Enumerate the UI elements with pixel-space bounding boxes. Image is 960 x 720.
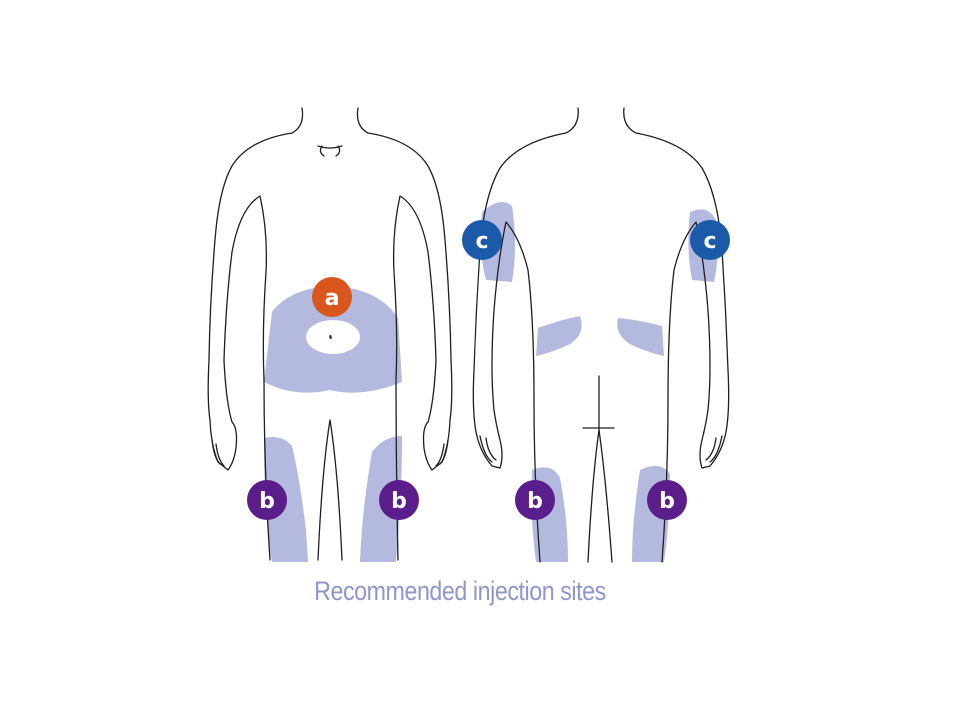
- diagram-caption: Recommended injection sites: [314, 576, 606, 606]
- back-right-arm-marker-label: c: [703, 229, 716, 254]
- back-left-thigh-marker: b: [515, 480, 555, 520]
- front-left-hand-fingers: [211, 439, 225, 467]
- back-body-figure: [472, 107, 730, 563]
- front-right-thigh-marker-label: b: [391, 489, 407, 514]
- back-spine-line: [582, 375, 615, 433]
- back-left-arm-marker: c: [462, 220, 502, 260]
- back-left-hip-zone: [536, 316, 582, 356]
- back-left-outline: [472, 107, 579, 563]
- front-left-outline: [207, 107, 304, 561]
- front-left-thigh-marker: b: [247, 480, 287, 520]
- navel-exclusion: [306, 320, 360, 354]
- site-markers: a b b b b c c: [247, 220, 730, 520]
- back-left-arm-marker-label: c: [475, 229, 488, 254]
- abdomen-marker-label: a: [325, 286, 340, 311]
- back-inner-legs: [587, 429, 613, 563]
- navel-mark: [329, 334, 332, 340]
- front-right-hand-fingers: [435, 439, 449, 467]
- front-collarbones: [317, 145, 343, 157]
- front-right-outline: [356, 107, 453, 561]
- front-inner-legs: [317, 419, 343, 561]
- back-right-hand-fingers: [705, 435, 723, 463]
- back-right-arm-marker: c: [690, 220, 730, 260]
- back-left-hand-fingers: [479, 435, 497, 463]
- front-left-thigh-marker-label: b: [259, 489, 275, 514]
- front-right-thigh-marker: b: [379, 480, 419, 520]
- back-right-thigh-marker: b: [647, 480, 687, 520]
- back-right-thigh-marker-label: b: [659, 489, 675, 514]
- back-right-outline: [623, 107, 730, 563]
- back-left-thigh-marker-label: b: [527, 489, 543, 514]
- abdomen-marker: a: [312, 277, 352, 317]
- back-right-hip-zone: [617, 318, 664, 356]
